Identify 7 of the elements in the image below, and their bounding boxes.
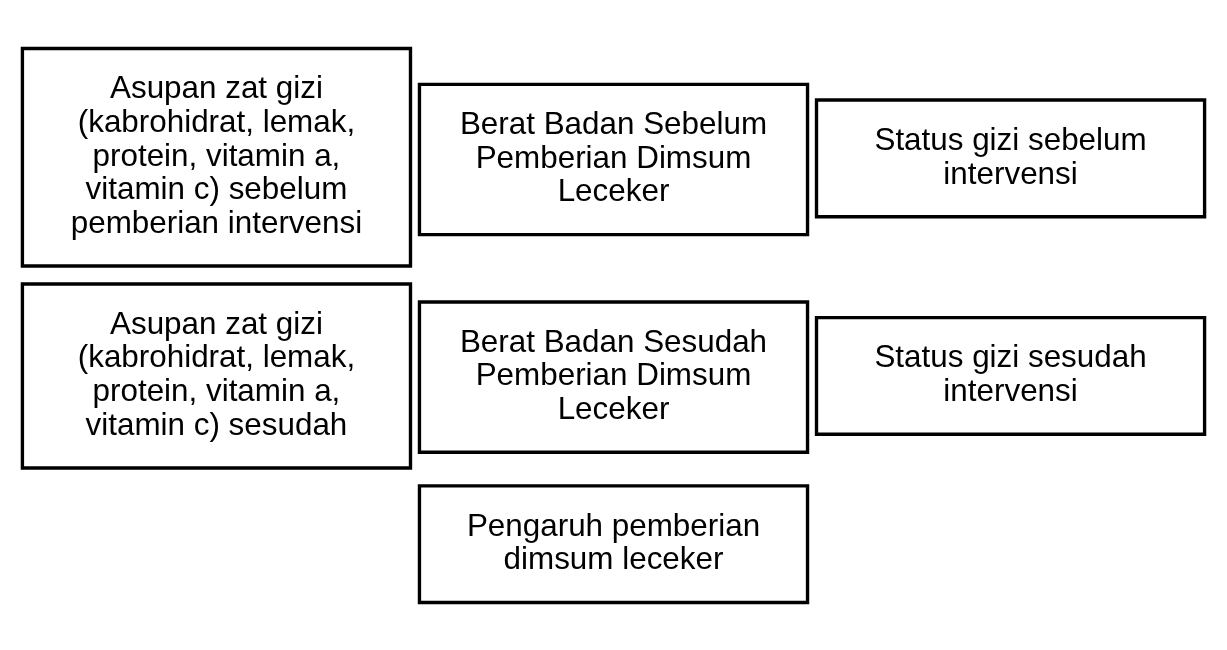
node-box: Berat Badan Sebelum Pemberian Dimsum Leceker [417,82,810,236]
node-box: Asupan zat gizi (kabrohidrat, lemak, protein, vitamin a, vitamin c) sebelum pemberian intervensi [20,46,413,268]
node-box: Status gizi sebelum intervensi [814,97,1207,218]
node-box: Asupan zat gizi (kabrohidrat, lemak, protein, vitamin a, vitamin c) sesudah [20,281,413,470]
node-box: Status gizi sesudah intervensi [814,315,1207,436]
node-box: Pengaruh pemberian dimsum leceker [417,483,810,604]
node-box: Berat Badan Sesudah Pemberian Dimsum Leceker [417,299,810,454]
